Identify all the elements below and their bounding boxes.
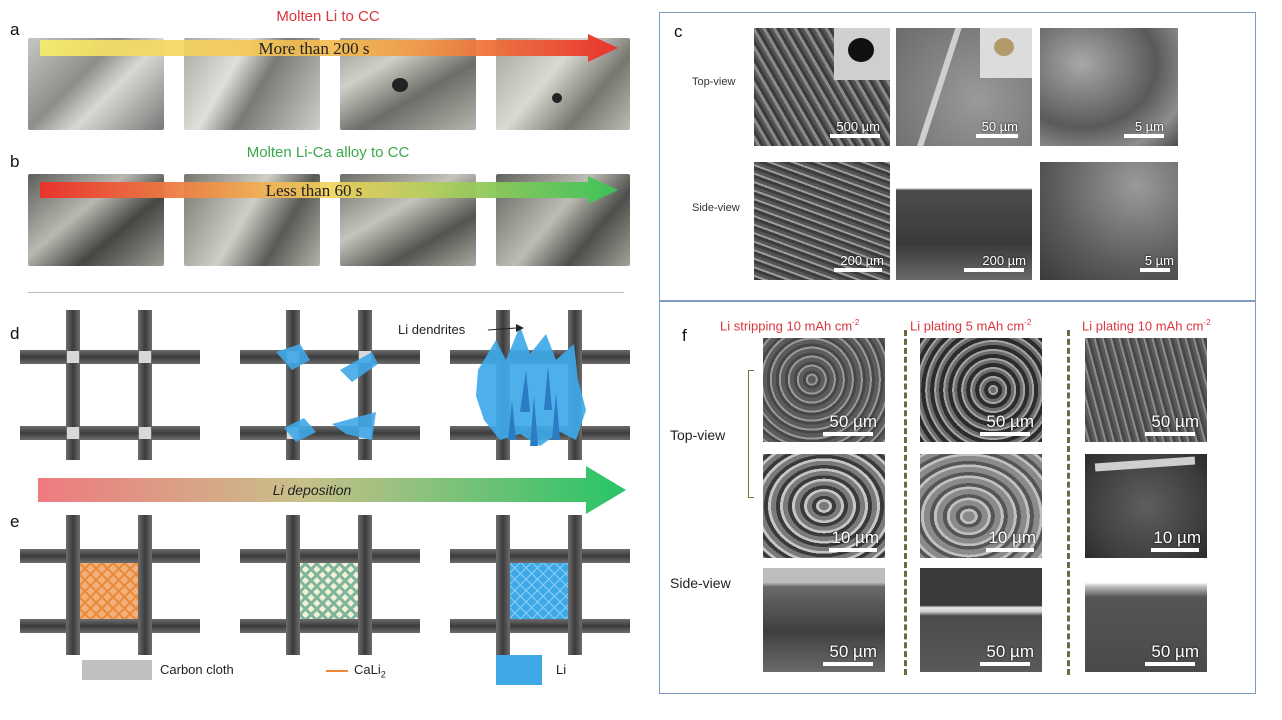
panel-f-scalebar-r2c2: 10 µm [988, 528, 1036, 547]
legend-cali2-swatch [326, 670, 348, 672]
right-frame-divider [660, 300, 1256, 302]
panel-f-sem-r1c2: 50 µm [920, 338, 1042, 442]
panel-c-sem-top-2: 50 µm [896, 28, 1032, 146]
panel-f-sem-r2c2: 10 µm [920, 454, 1042, 558]
panel-f-scalebar-r1c2: 50 µm [986, 412, 1034, 431]
legend-li-label: Li [556, 662, 567, 677]
panel-d-schematic [20, 310, 630, 460]
panel-a-droplet [392, 78, 408, 92]
panel-b-letter: b [10, 152, 20, 171]
panel-f-scalebar-r1c3: 50 µm [1151, 412, 1199, 431]
panel-c-sem-side-1: 200 µm [754, 162, 890, 280]
panel-f-sem-r3c1: 50 µm [763, 568, 885, 672]
panel-f-sem-r1c3: 50 µm [1085, 338, 1207, 442]
panel-a-title: Molten Li to CC [28, 8, 628, 25]
panel-f-sem-r3c2: 50 µm [920, 568, 1042, 672]
panel-f-scalebar-r2c3: 10 µm [1153, 528, 1201, 547]
legend-carbon-label: Carbon cloth [160, 662, 234, 677]
panel-f-dash-2 [1067, 330, 1070, 675]
panel-c-sem-side-2: 200 µm [896, 162, 1032, 280]
panel-c-sem-side-3: 5 µm [1040, 162, 1178, 280]
grid-d3 [450, 310, 630, 460]
panel-f-scalebar-r2c1: 10 µm [831, 528, 879, 547]
panel-a-letter: a [10, 20, 20, 39]
grid-d1 [20, 310, 200, 460]
panel-f-col2-title: Li plating 5 mAh cm-2 [910, 318, 1031, 333]
legend-cali2-label: CaLi2 [354, 662, 386, 680]
panel-f-sem-r2c1: 10 µm [763, 454, 885, 558]
panel-e-letter: e [10, 512, 20, 531]
li-deposition-label: Li deposition [272, 482, 352, 498]
panel-c-scalebar-side-3: 5 µm [1144, 253, 1174, 268]
panel-c-letter: c [674, 22, 683, 41]
panel-f-col2-text: Li plating 5 mAh cm [910, 318, 1025, 334]
panel-f-top-view-label: Top-view [670, 427, 726, 443]
panel-f-col2-sup: -2 [1024, 318, 1032, 327]
panel-b-title: Molten Li-Ca alloy to CC [28, 144, 628, 161]
panel-c-inset-2 [980, 28, 1032, 78]
panel-f-col3-title: Li plating 10 mAh cm-2 [1082, 318, 1211, 333]
panel-a-arrow [40, 34, 618, 62]
legend-li-swatch [496, 655, 542, 685]
panel-f-scalebar-r3c3: 50 µm [1151, 642, 1199, 661]
legend-carbon-swatch [82, 660, 152, 680]
left-divider [28, 292, 624, 293]
panel-c-scalebar-side-2: 200 µm [982, 253, 1026, 268]
grid-e3 [450, 515, 630, 655]
panel-c-scalebar-top-2: 50 µm [981, 119, 1018, 134]
legend-cali2-sub: 2 [380, 669, 386, 680]
panel-c-scalebar-top-1: 500 µm [836, 119, 880, 134]
panel-f-sem-r3c3: 50 µm [1085, 568, 1207, 672]
panel-a-droplet-2 [552, 93, 562, 103]
li-dendrites-pointer [487, 324, 524, 332]
panel-f-sem-r2c3: 10 µm [1085, 454, 1207, 558]
grid-d2 [240, 310, 420, 460]
panel-f-col1-title: Li stripping 10 mAh cm-2 [720, 318, 859, 333]
panel-f-col3-sup: -2 [1203, 318, 1211, 327]
panel-f-side-view-label: Side-view [670, 575, 731, 591]
panel-f-col3-text: Li plating 10 mAh cm [1082, 318, 1204, 334]
panel-c-top-view-label: Top-view [692, 76, 736, 88]
panel-f-col1-text: Li stripping 10 mAh cm [720, 318, 853, 334]
panel-c-inset-1 [834, 28, 890, 80]
li-dendrites-label: Li dendrites [398, 322, 466, 337]
panel-f-scalebar-r3c1: 50 µm [829, 642, 877, 661]
panel-f-col1-sup: -2 [852, 318, 860, 327]
panel-c-sem-top-1: 500 µm [754, 28, 890, 146]
li-deposition-arrow [38, 466, 626, 514]
panel-d-letter: d [10, 324, 20, 343]
panel-f-sem-r1c1: 50 µm [763, 338, 885, 442]
panel-c-scalebar-side-1: 200 µm [840, 253, 884, 268]
panel-c-scalebar-top-3: 5 µm [1134, 119, 1164, 134]
legend-cali2-text: CaLi [354, 662, 381, 677]
panel-b-arrow-text: Less than 60 s [265, 181, 363, 200]
panel-b-arrow [40, 176, 618, 204]
panel-f-dash-1 [904, 330, 907, 675]
panel-f-bracket [748, 370, 754, 498]
grid-e2 [240, 515, 420, 655]
grid-e1 [20, 515, 200, 655]
panel-f-scalebar-r1c1: 50 µm [829, 412, 877, 431]
panel-b-title-text: Molten Li-Ca alloy to CC [246, 144, 410, 161]
panel-a-arrow-text: More than 200 s [258, 39, 370, 58]
panel-f-scalebar-r3c2: 50 µm [986, 642, 1034, 661]
panel-a-title-text: Molten Li to CC [276, 8, 380, 25]
panel-f-letter: f [682, 326, 687, 345]
panel-c-side-view-label: Side-view [692, 202, 740, 214]
panel-e-schematic [20, 515, 630, 655]
panel-c-sem-top-3: 5 µm [1040, 28, 1178, 146]
right-frame [659, 12, 1256, 694]
